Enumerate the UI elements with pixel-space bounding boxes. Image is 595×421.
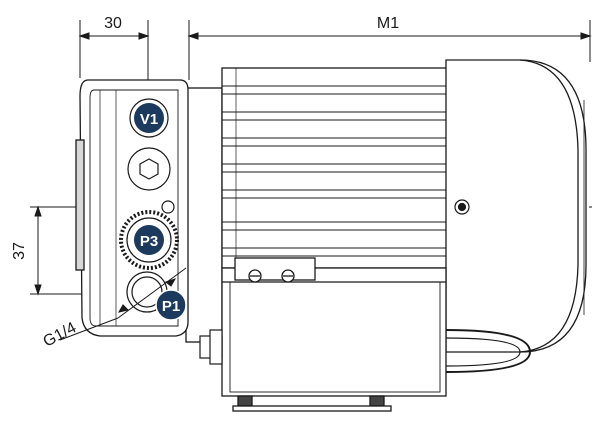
dimension-m1 (187, 20, 592, 80)
dimension-37-label: 37 (11, 242, 28, 260)
hex-plug (127, 147, 171, 191)
thread-leader (59, 267, 187, 341)
motor-body (185, 59, 587, 353)
badge-p1-label: P1 (162, 298, 180, 315)
cooling-fins (222, 68, 446, 268)
pump-block (75, 79, 189, 337)
dimension-30-label: 30 (104, 15, 122, 32)
badge-v1-label: V1 (140, 111, 158, 128)
dimension-m1-label: M1 (377, 15, 399, 32)
badge-p3 (134, 225, 164, 255)
badge-p1 (155, 289, 187, 321)
dimension-30 (78, 20, 150, 85)
small-plug (161, 200, 175, 214)
badge-v1 (129, 98, 169, 138)
ground-screw (454, 199, 470, 215)
thread-size-label: G1/4 (41, 319, 80, 350)
terminal-box (221, 257, 447, 412)
badge-p3-label: P3 (140, 233, 158, 250)
cable-gland (199, 329, 532, 373)
